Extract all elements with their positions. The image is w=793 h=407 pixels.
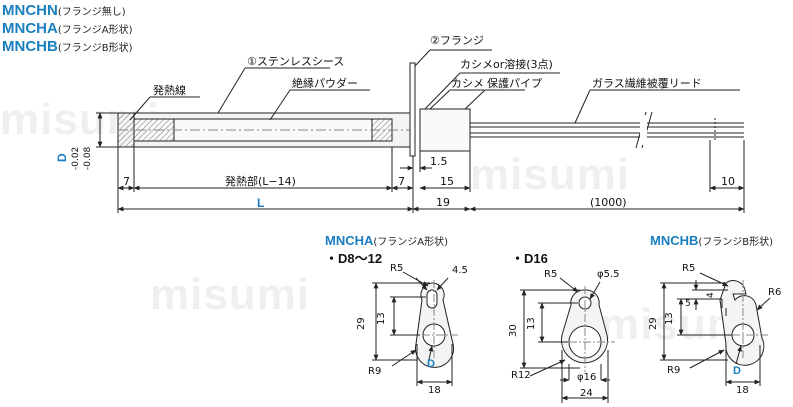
detail-d16-hole: φ5.5	[597, 269, 620, 280]
model-note: (フランジA形状)	[57, 25, 133, 36]
detail-a-height: 29	[356, 317, 367, 330]
detail-d16-r-top: R5	[544, 269, 558, 280]
callout-powder: 絶縁パウダー	[292, 77, 358, 90]
detail-a-width: 18	[428, 385, 441, 396]
dim-lead-len: (1000)	[590, 196, 627, 209]
detail-a-center-h: 13	[376, 312, 387, 325]
dim-d-tol-lower: -0.08	[83, 146, 93, 170]
callout-protect-pipe: 保護パイプ	[487, 77, 542, 90]
callout-flange: ②フランジ	[430, 34, 484, 47]
detail-b-r-side: R6	[768, 287, 782, 298]
dim-pipe-len: 15	[440, 175, 454, 188]
detail-d16-r-bottom: R12	[511, 370, 531, 381]
detail-a-variant: ・D8～12	[325, 251, 383, 266]
dim-flange-thk: 1.5	[430, 155, 448, 168]
detail-b-hook-h: 5	[685, 299, 691, 309]
detail-a-bore: D	[427, 358, 435, 370]
callout-crimp: カシメ	[451, 77, 484, 90]
watermark: misumi	[150, 270, 311, 319]
watermark: misumi	[470, 150, 631, 199]
model-code: MNCHA	[2, 20, 58, 37]
model-mnchn: MNCHN(フランジ無し)	[2, 3, 126, 18]
detail-d16-width: 24	[580, 388, 593, 399]
detail-d16-variant: ・D16	[511, 251, 548, 266]
detail-b-note: (フランジB形状)	[698, 237, 774, 248]
protect-pipe	[419, 108, 471, 152]
detail-b-center-h: 13	[664, 312, 675, 325]
detail-b-height: 29	[648, 317, 659, 330]
callout-heating-wire: 発熱線	[153, 84, 186, 97]
callout-sheath: ①ステンレスシース	[247, 55, 345, 68]
detail-a-heading: MNCHA(フランジA形状)	[325, 234, 448, 248]
model-code: MNCHN	[2, 2, 58, 19]
dim-left-end: 7	[123, 175, 130, 188]
detail-a-note: (フランジA形状)	[373, 237, 449, 248]
dim-total-l: L	[257, 196, 265, 210]
detail-b-hook-w: 4	[706, 292, 716, 298]
dim-d-tol-upper: -0.02	[71, 146, 81, 170]
detail-b-width: 18	[736, 385, 749, 396]
dim-gap: 19	[436, 196, 450, 209]
model-code: MNCHB	[2, 38, 58, 55]
dim-diameter: D	[55, 153, 69, 162]
dim-right-end: 7	[398, 175, 405, 188]
detail-d16-bore: φ16	[577, 372, 597, 383]
detail-a-r-bottom: R9	[368, 366, 382, 377]
detail-b-code: MNCHB	[650, 233, 699, 248]
detail-b-r-bottom: R9	[667, 365, 681, 376]
detail-b-bore: D	[733, 365, 741, 377]
detail-a-code: MNCHA	[325, 233, 374, 248]
model-mncha: MNCHA(フランジA形状)	[2, 21, 132, 36]
dim-strip: 10	[721, 175, 735, 188]
model-note: (フランジ無し)	[57, 7, 126, 18]
detail-a-slot: 4.5	[452, 265, 468, 276]
flange	[409, 62, 416, 157]
model-note: (フランジB形状)	[57, 43, 133, 54]
dim-heat-zone: 発熱部(L−14)	[225, 175, 296, 188]
detail-a-r-top: R5	[390, 263, 404, 274]
detail-b-heading: MNCHB(フランジB形状)	[650, 234, 773, 248]
callout-glass-lead: ガラス繊維被覆リード	[592, 77, 702, 90]
detail-d16-height: 30	[508, 324, 519, 337]
model-mnchb: MNCHB(フランジB形状)	[2, 39, 133, 54]
detail-b-r-top: R5	[682, 263, 696, 274]
flange-b-shape	[719, 280, 765, 366]
detail-d16-center-h: 13	[526, 317, 537, 330]
callout-crimp-weld: カシメor溶接(3点)	[460, 58, 553, 71]
dim-d-label: D	[55, 153, 69, 162]
